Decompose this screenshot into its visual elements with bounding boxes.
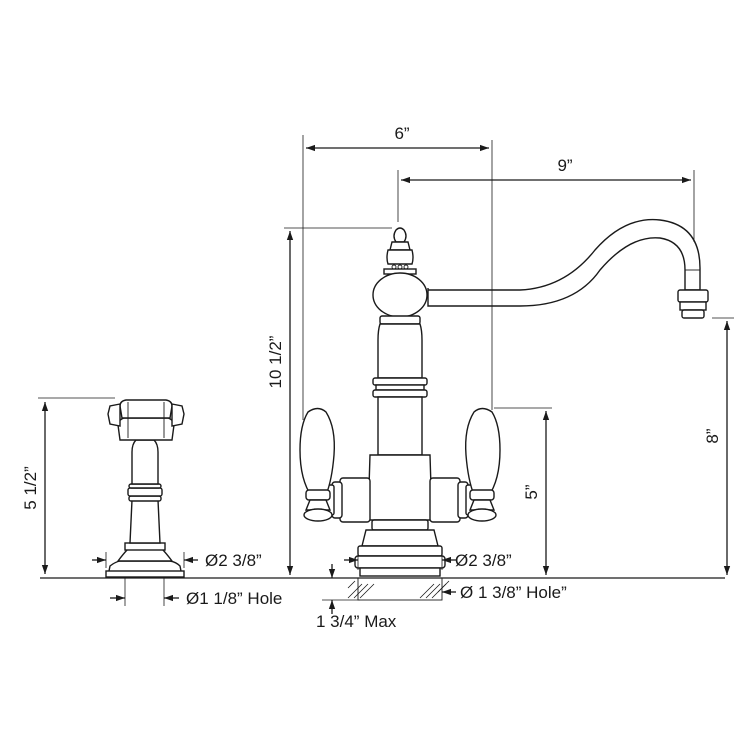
- dim-8in-label: 8”: [703, 428, 722, 443]
- dim-overall-height-label: 10 1/2”: [266, 335, 285, 388]
- faucet-base-diameter-label: Ø2 3/8”: [455, 551, 512, 570]
- left-lever-handle: [299, 407, 336, 522]
- faucet-hole-label: Ø 1 3/8” Hole”: [460, 583, 567, 602]
- dim-9in-label: 9”: [557, 156, 572, 175]
- sprayer-base-diameter-label: Ø2 3/8”: [205, 551, 262, 570]
- spout: [427, 218, 709, 319]
- dim-5in-label: 5”: [522, 484, 541, 499]
- deck-thickness-label: 1 3/4” Max: [316, 612, 397, 631]
- faucet-body: [354, 227, 446, 577]
- dim-6in-label: 6”: [394, 124, 409, 143]
- sprayer-height-label: 5 1/2”: [21, 466, 40, 510]
- deck-section: [347, 577, 450, 601]
- sprayer-hole-label: Ø1 1/8” Hole: [186, 589, 282, 608]
- right-lever-handle: [464, 407, 501, 522]
- side-sprayer: [105, 399, 185, 578]
